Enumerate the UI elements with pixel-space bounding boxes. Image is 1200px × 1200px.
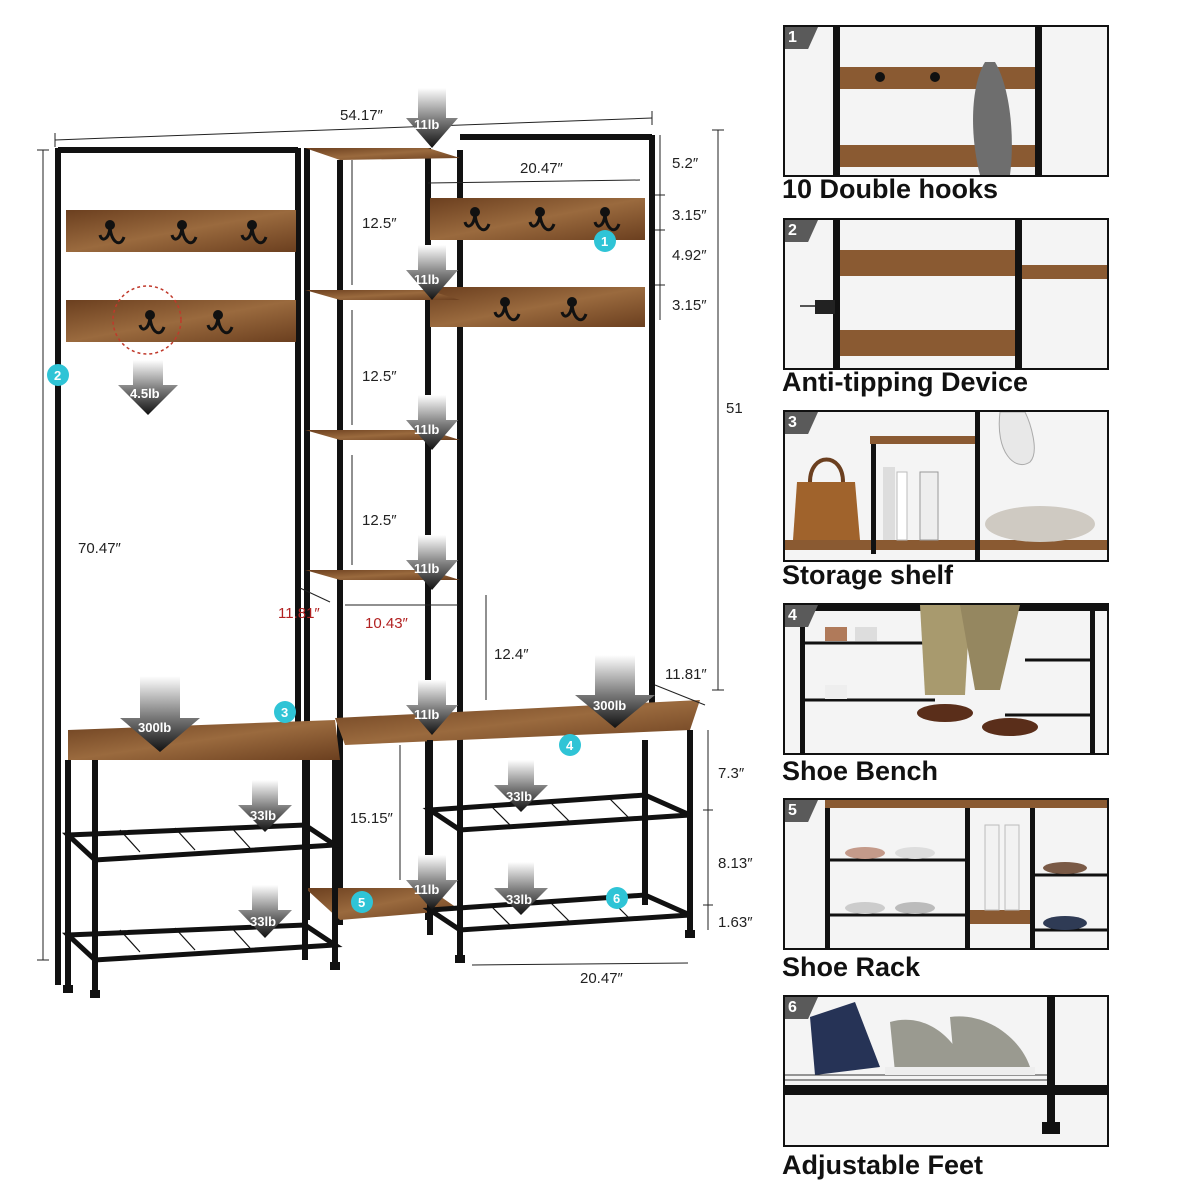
hooks-photo — [833, 27, 1042, 175]
load-rack-right-1: 33lb — [506, 789, 532, 804]
feature-badges: 1 2 3 4 5 6 — [47, 230, 628, 913]
dim-shelf-gap-1: 12.5″ — [362, 215, 397, 232]
caption-shoe-bench: Shoe Bench — [782, 756, 939, 786]
badge-1: 1 — [601, 234, 608, 249]
dim-shelf-width: 10.43″ — [365, 615, 409, 632]
shoe-bench-photo — [785, 605, 1107, 753]
load-rack-left-2: 33lb — [250, 914, 276, 929]
feature-panel-shoe-bench: 4 — [783, 603, 1109, 755]
dimension-line-icon — [37, 111, 724, 966]
badge-6: 6 — [613, 891, 620, 906]
panel-tag: 5 — [785, 800, 818, 822]
load-shelf-bottom: 11lb — [414, 882, 439, 897]
adjustable-feet — [63, 930, 695, 998]
anti-tipping-photo — [800, 220, 1107, 368]
panel-tag: 1 — [785, 27, 818, 49]
panel-tag: 6 — [785, 997, 818, 1019]
dim-right-height: 51 — [726, 400, 743, 417]
hook-rails — [66, 198, 645, 342]
load-shelf-5: 11lb — [414, 707, 439, 722]
caption-hooks: 10 Double hooks — [782, 174, 999, 204]
dim-right-width-bottom: 20.47″ — [580, 970, 624, 987]
badge-2: 2 — [54, 368, 61, 383]
load-bench-left: 300lb — [138, 720, 171, 735]
load-hook: 4.5lb — [130, 386, 160, 401]
dim-hook-rail-1: 3.15″ — [672, 207, 707, 224]
right-frame — [460, 134, 655, 705]
dim-rack-h3: 1.63″ — [718, 914, 753, 931]
dim-shelf-gap-3: 12.5″ — [362, 512, 397, 529]
dim-top-gap: 5.2″ — [672, 155, 699, 172]
load-bench-right: 300lb — [593, 698, 626, 713]
down-arrow-load-icon — [118, 88, 655, 938]
dim-total-width: 54.17″ — [340, 107, 384, 124]
adjustable-feet-photo — [785, 997, 1107, 1134]
hook-highlight — [112, 285, 182, 355]
load-rack-right-2: 33lb — [506, 892, 532, 907]
dim-hook-rail-2: 3.15″ — [672, 297, 707, 314]
dim-rack-h1: 7.3″ — [718, 765, 745, 782]
badge-4: 4 — [566, 738, 574, 753]
shoe-racks — [61, 792, 692, 963]
dim-shelf-gap-5: 15.15″ — [350, 810, 394, 827]
dim-rail-gap: 4.92″ — [672, 247, 707, 264]
dim-shelf-depth: 11.81″ — [278, 605, 320, 622]
caption-anti-tipping: Anti-tipping Device — [782, 367, 1029, 397]
dim-rack-h2: 8.13″ — [718, 855, 753, 872]
load-shelf-3: 11lb — [414, 422, 439, 437]
dim-bench-depth: 11.81″ — [665, 666, 707, 683]
left-frame — [55, 147, 301, 985]
feature-panel-storage-shelf: 3 — [783, 410, 1109, 562]
panel-tag: 2 — [785, 220, 818, 242]
dim-shelf-gap-2: 12.5″ — [362, 368, 397, 385]
feature-panel-anti-tipping: 2 — [783, 218, 1109, 370]
load-shelf-4: 11lb — [414, 561, 439, 576]
panel-tag: 4 — [785, 605, 818, 627]
feature-panel-shoe-rack: 5 — [783, 798, 1109, 950]
product-dimension-diagram: 54.17″ 70.47″ 51 5.2″ 3.15″ 4.92″ 3.15″ … — [37, 88, 753, 998]
dim-shelf-gap-4: 12.4″ — [494, 646, 529, 663]
badge-3: 3 — [281, 705, 288, 720]
load-rack-left-1: 33lb — [250, 808, 276, 823]
load-shelf-top: 11lb — [414, 117, 439, 132]
feature-panel-adjustable-feet: 6 — [783, 995, 1109, 1147]
dim-right-width-top: 20.47″ — [520, 160, 564, 177]
storage-shelf-photo — [785, 412, 1107, 560]
badge-5: 5 — [358, 895, 365, 910]
caption-shoe-rack: Shoe Rack — [782, 952, 921, 982]
shoe-rack-photo — [825, 800, 1107, 948]
dim-total-height: 70.47″ — [78, 540, 122, 557]
panel-tag: 3 — [785, 412, 818, 434]
feature-panel-hooks: 1 — [783, 25, 1109, 177]
caption-storage-shelf: Storage shelf — [782, 560, 954, 590]
load-shelf-2: 11lb — [414, 272, 439, 287]
caption-adjustable-feet: Adjustable Feet — [782, 1150, 984, 1180]
